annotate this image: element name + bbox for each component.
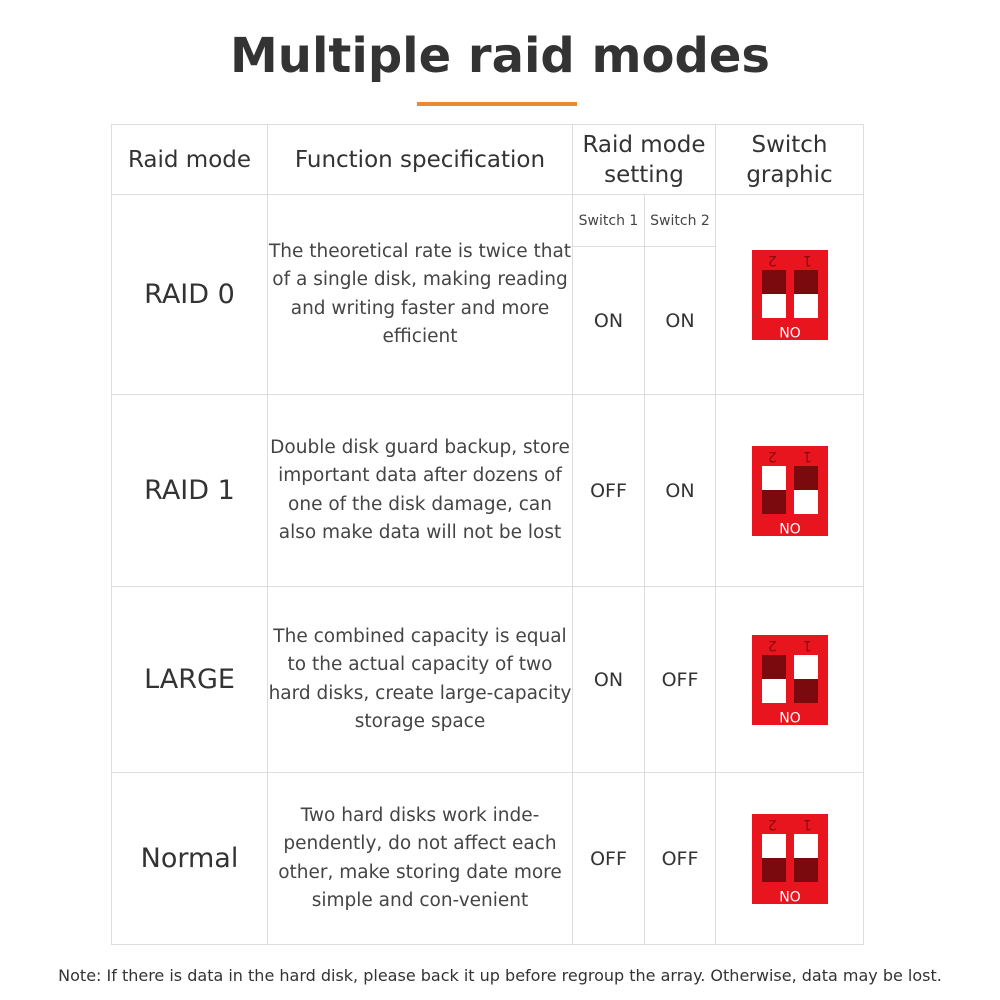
table-row: RAID 0 The theoretical rate is twice tha… xyxy=(111,194,864,395)
switch-2-lever xyxy=(761,654,786,703)
switch-number-1: 1 xyxy=(802,447,812,464)
header-function: Function specification xyxy=(267,124,573,195)
switch-2-lever xyxy=(761,269,786,318)
switch-number-2: 2 xyxy=(767,447,777,464)
switch-2-lever xyxy=(761,833,786,882)
table-row-cont: ON ON xyxy=(112,246,864,395)
switch-number-1: 1 xyxy=(802,251,812,268)
function-description: The theoretical rate is twice that of a … xyxy=(267,194,573,395)
switch-number-1: 1 xyxy=(802,815,812,832)
switch-1-lever xyxy=(793,269,818,318)
switch1-state: ON xyxy=(572,586,645,773)
switch-lever-bottom xyxy=(793,489,818,514)
header-row: Raid mode Function specification Raid mo… xyxy=(111,124,864,195)
switch-lever-bottom xyxy=(761,293,786,318)
switch-lever-top xyxy=(761,833,786,858)
switch-lever-top xyxy=(761,465,786,490)
switch-number-2: 2 xyxy=(767,251,777,268)
switch-lever-bottom xyxy=(761,678,786,703)
switch-on-label: ON xyxy=(778,707,801,724)
raid-mode-cell: LARGE xyxy=(111,586,268,773)
switch1-state: OFF xyxy=(572,772,645,945)
switch-lever-bottom xyxy=(793,293,818,318)
switch-1-lever xyxy=(793,833,818,882)
subheader-switch1: Switch 1 xyxy=(572,194,645,247)
switch-2-lever xyxy=(761,465,786,514)
table-row: Normal Two hard disks work inde-pendentl… xyxy=(111,772,864,945)
switch2-state: ON xyxy=(644,394,716,587)
header-setting: Raid mode setting xyxy=(572,124,716,195)
switch-1-lever xyxy=(793,465,818,514)
switch-on-label: ON xyxy=(778,518,801,535)
function-description: Double disk guard backup, store importan… xyxy=(267,394,573,587)
subheader-switch2: Switch 2 xyxy=(644,194,716,247)
switch-lever-bottom xyxy=(793,857,818,882)
header-graphic: Switch graphic xyxy=(715,124,864,195)
switch2-state: OFF xyxy=(644,772,716,945)
raid-mode-cell: RAID 1 xyxy=(111,394,268,587)
header-raid-mode: Raid mode xyxy=(111,124,268,195)
switch-on-label: ON xyxy=(778,322,801,339)
switch-1-lever xyxy=(793,654,818,703)
switch-lever-top xyxy=(793,269,818,294)
raid-mode-cell: Normal xyxy=(111,772,268,945)
switch2-state: ON xyxy=(644,246,716,395)
page-title: Multiple raid modes xyxy=(230,28,770,84)
raid-mode-cell: RAID 0 xyxy=(111,194,268,395)
switch-lever-top xyxy=(761,654,786,679)
raid-modes-table: Raid mode Function specification Raid mo… xyxy=(111,124,864,945)
switch-lever-top xyxy=(793,465,818,490)
switch-lever-bottom xyxy=(793,678,818,703)
footer-note: Note: If there is data in the hard disk,… xyxy=(58,966,942,985)
switch-number-2: 2 xyxy=(767,636,777,653)
switch1-state: OFF xyxy=(572,394,645,587)
switch-number-2: 2 xyxy=(767,815,777,832)
table-row: RAID 1 Double disk guard backup, store i… xyxy=(111,394,864,587)
switch-lever-top xyxy=(793,833,818,858)
switch2-state: OFF xyxy=(644,586,716,773)
title-underline xyxy=(417,102,577,106)
function-description: The combined capacity is equal to the ac… xyxy=(267,586,573,773)
switch-on-label: ON xyxy=(778,886,801,903)
switch1-state: ON xyxy=(572,246,645,395)
table-row: LARGE The combined capacity is equal to … xyxy=(111,586,864,773)
switch-number-1: 1 xyxy=(802,636,812,653)
switch-lever-bottom xyxy=(761,857,786,882)
function-description: Two hard disks work inde-pendently, do n… xyxy=(267,772,573,945)
switch-lever-top xyxy=(761,269,786,294)
switch-lever-top xyxy=(793,654,818,679)
switch-lever-bottom xyxy=(761,489,786,514)
